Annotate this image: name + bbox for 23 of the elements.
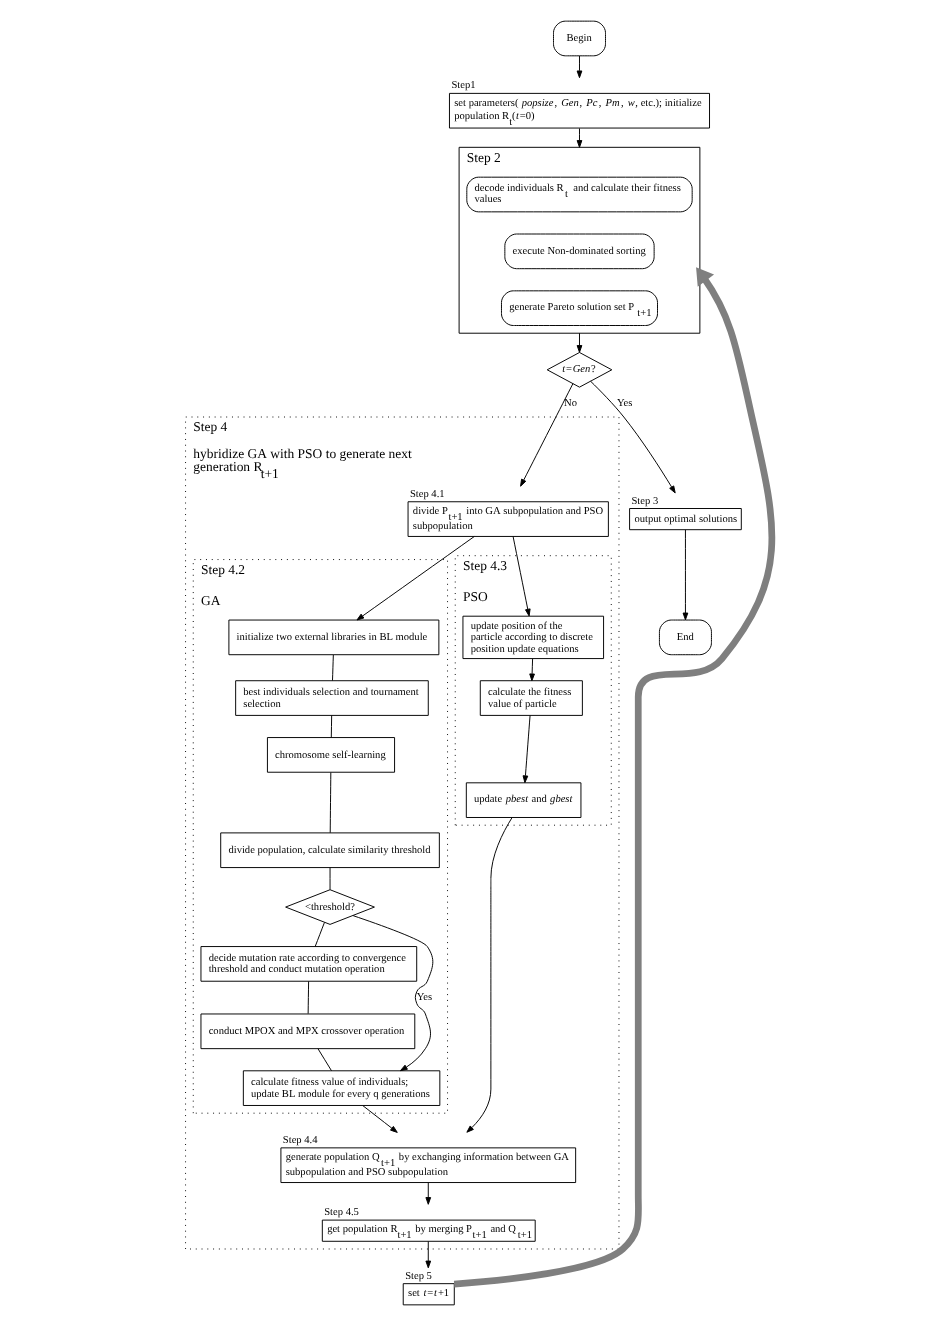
arrow xyxy=(355,536,474,621)
arrow xyxy=(351,915,433,1072)
arrow xyxy=(528,658,534,682)
connector xyxy=(328,867,330,891)
connector xyxy=(331,654,333,682)
arrow xyxy=(521,715,530,784)
arrow xyxy=(424,1182,431,1205)
connector xyxy=(328,772,331,834)
arrow xyxy=(575,127,582,148)
connector xyxy=(313,922,324,947)
arrow xyxy=(519,383,573,487)
arrow xyxy=(361,1105,397,1133)
connector xyxy=(306,980,309,1015)
arrow xyxy=(575,55,582,79)
arrow xyxy=(424,1240,431,1269)
arrow xyxy=(465,817,512,1133)
arrow xyxy=(589,380,675,494)
arrow xyxy=(511,536,530,617)
arrow xyxy=(681,529,688,621)
connector xyxy=(329,715,332,738)
arrow xyxy=(452,267,775,1288)
connector xyxy=(316,1048,331,1072)
arrow xyxy=(575,332,582,353)
